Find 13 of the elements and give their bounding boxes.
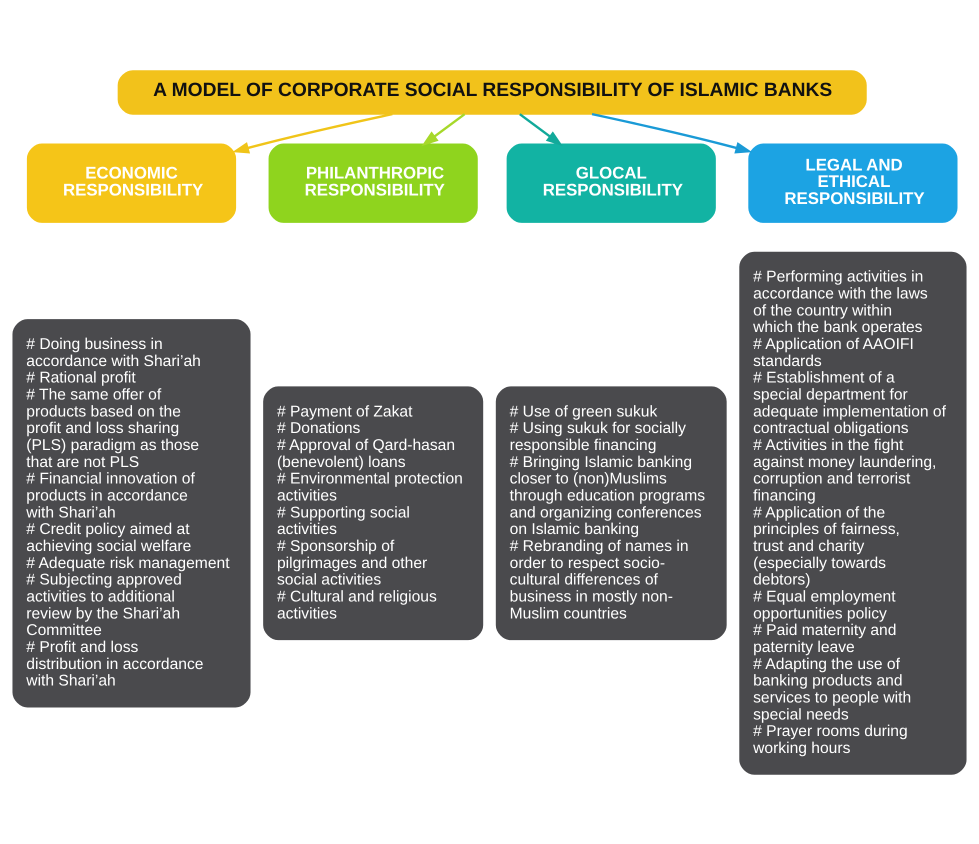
node-box: # Performing activities in accordance with the laws of the country within which the bank operates # Application of AAOIFI standards # Establishment of a special department for adequate implementation of contractual obligations # Activities in the fight against money laundering, corruption and terrorist financing # Application of the principles of fairness, trust and charity (especially towards debtors) # Equal employment opportunities policy # Paid maternity and paternity leave # Adapting the use of banking products and services to people with special needs # Prayer rooms during working hours bbox=[739, 251, 967, 774]
node-box: LEGAL AND ETHICAL RESPONSIBILITY bbox=[748, 143, 958, 222]
arrow bbox=[422, 112, 466, 146]
node-box: PHILANTHROPIC RESPONSIBILITY bbox=[268, 143, 478, 222]
arrow bbox=[232, 112, 393, 153]
arrow bbox=[592, 112, 752, 153]
node-box: A MODEL OF CORPORATE SOCIAL RESPONSIBILITY OF ISLAMIC BANKS bbox=[118, 70, 867, 114]
node-box: GLOCAL RESPONSIBILITY bbox=[506, 143, 716, 222]
node-box: ECONOMIC RESPONSIBILITY bbox=[26, 143, 236, 222]
node-box: # Doing business in accordance with Shari’ah # Rational profit # The same offer of products based on the profit and loss sharing (PLS) paradigm as those that are not PLS # Financial innovation of products in accordance with Shari’ah # Credit policy aimed at achieving social welfare # Adequate risk management # Subjecting approved activities to additional review by the Shari’ah Committee # Profit and loss distribution in accordance with Shari’ah bbox=[12, 318, 251, 707]
node-box: # Use of green sukuk # Using sukuk for socially responsible financing # Bringing Islamic banking closer to (non)Muslims through education programs and organizing conferences on Islamic banking # Rebranding of names in order to respect socio-cultural differences of business in mostly non-Muslim countries bbox=[496, 386, 727, 640]
node-box: # Payment of Zakat # Donations # Approval of Qard-hasan (benevolent) loans # Environmental protection activities # Supporting social activities # Sponsorship of pilgrimages and other social activities # Cultural and religious activities bbox=[263, 386, 484, 640]
arrow bbox=[519, 112, 563, 146]
